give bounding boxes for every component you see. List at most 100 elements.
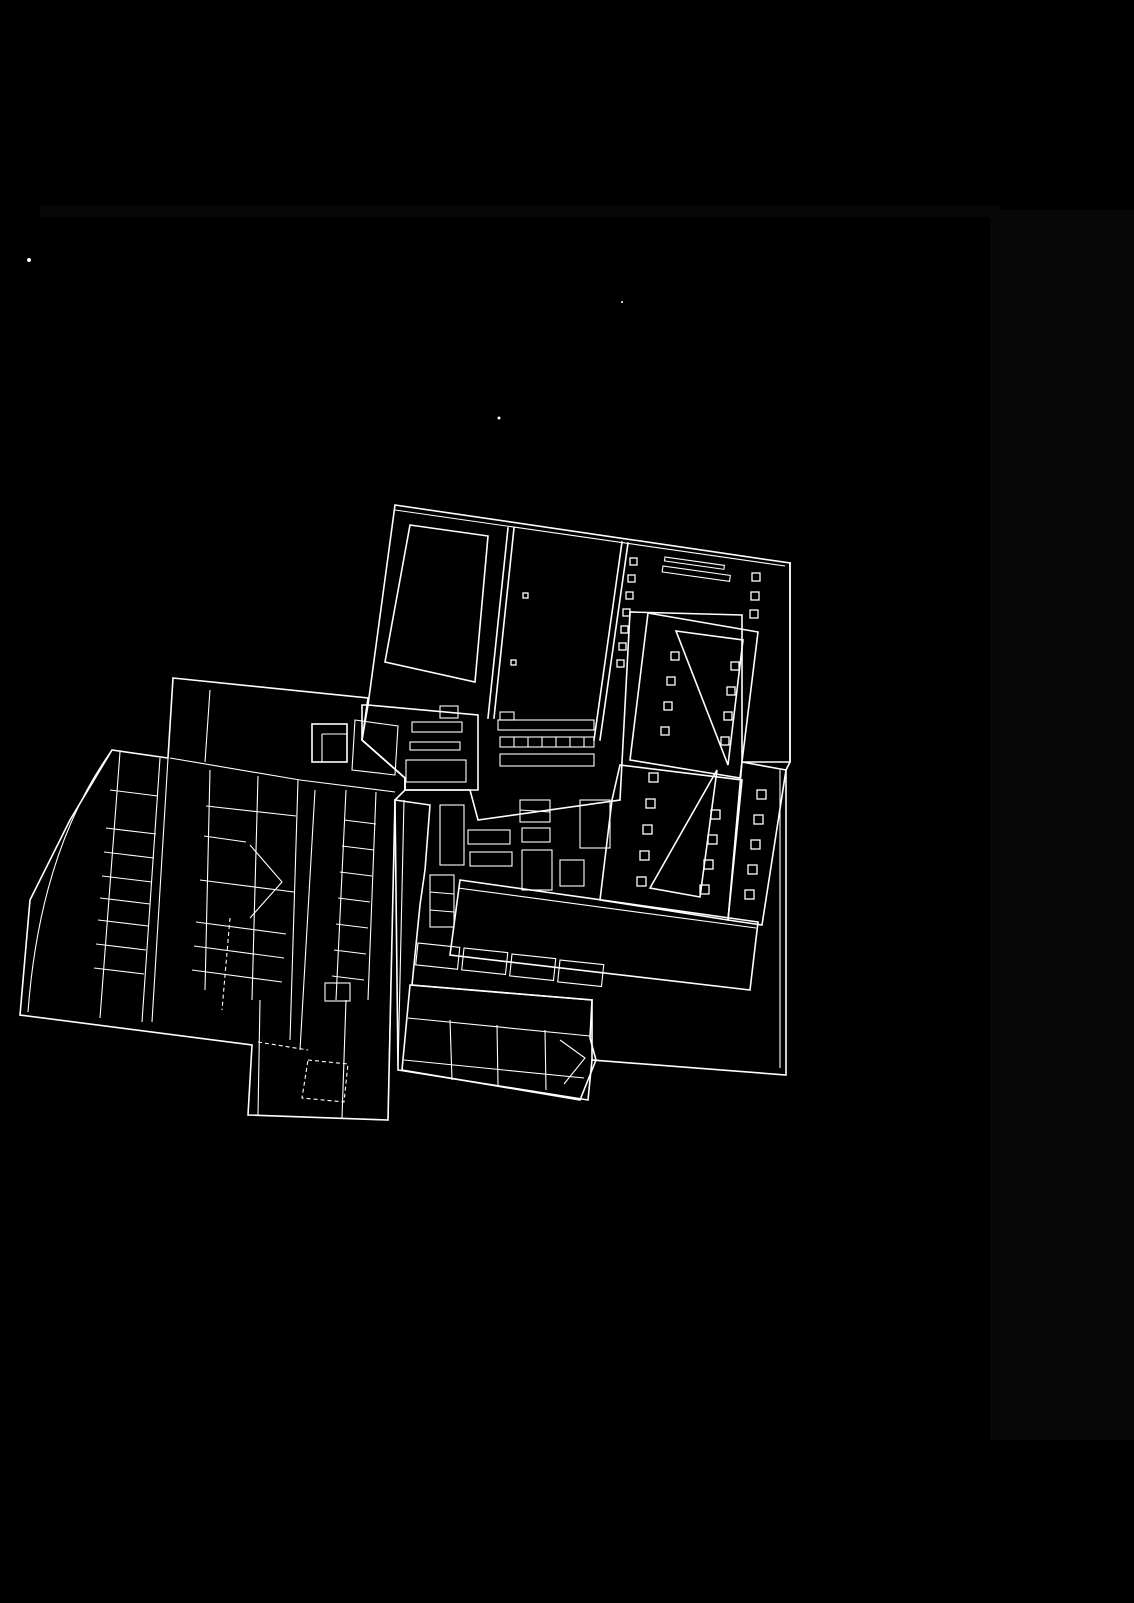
column — [648, 772, 659, 783]
column — [666, 676, 676, 686]
south-hall-room — [461, 947, 509, 976]
central-service — [469, 851, 513, 867]
south-block-outline — [394, 799, 593, 1101]
bay-line — [331, 975, 365, 981]
bay-line — [193, 945, 285, 959]
service-room — [311, 723, 348, 763]
bay-line — [191, 969, 283, 983]
south-bay-line — [403, 1059, 585, 1079]
central-service — [429, 874, 455, 928]
east-hall-outline — [599, 764, 743, 921]
bay-line — [99, 897, 151, 905]
central-service-line — [429, 891, 455, 895]
scan-edge-shade — [990, 210, 1134, 1440]
service-room — [409, 741, 461, 751]
column — [744, 889, 755, 900]
column — [629, 557, 638, 566]
column — [663, 701, 673, 711]
column — [751, 572, 761, 582]
service-room — [497, 719, 595, 731]
hall-divider — [487, 527, 509, 719]
west-wing-outline — [19, 677, 406, 1121]
column — [670, 651, 680, 661]
south-hall-room — [557, 959, 605, 988]
bay-line — [105, 827, 157, 835]
column — [618, 642, 627, 651]
bay-line — [195, 921, 287, 935]
south-block-wall — [397, 799, 405, 1071]
service-stair — [439, 705, 459, 719]
column — [636, 876, 647, 887]
speck-mark — [27, 258, 31, 262]
south-block-wall — [387, 799, 396, 1119]
bay-line — [203, 835, 247, 843]
west-wing-inner-wall — [257, 999, 261, 1116]
south-bay-line — [496, 1024, 499, 1086]
south-hall-inner — [457, 887, 757, 929]
courtyard-outline — [629, 612, 759, 779]
bay-line — [337, 897, 371, 903]
column — [703, 859, 714, 870]
column — [749, 609, 759, 619]
scan-top-shade — [40, 205, 1000, 217]
service-stair — [499, 711, 515, 721]
central-service — [521, 849, 553, 891]
speck-mark — [621, 301, 623, 303]
pool-outline — [384, 524, 489, 683]
service-room — [499, 753, 595, 767]
west-wing-corridor — [204, 689, 211, 763]
bay-line — [97, 919, 149, 927]
bay-line — [205, 805, 297, 817]
bay-line — [335, 923, 369, 929]
south-hall-room — [509, 953, 557, 982]
triangular-void — [674, 630, 744, 766]
west-curved-wall — [27, 749, 113, 1013]
bay-line — [95, 943, 147, 951]
north-columns — [510, 557, 761, 746]
south-block-lower — [401, 984, 597, 1101]
column — [747, 864, 758, 875]
dashed-overhead — [301, 1059, 349, 1103]
column — [627, 574, 636, 583]
service-room — [405, 759, 467, 783]
column — [720, 736, 730, 746]
hall-divider — [493, 527, 515, 719]
bay-line — [109, 789, 159, 797]
column — [750, 839, 761, 850]
column — [660, 726, 670, 736]
bay-line — [343, 819, 377, 825]
central-service — [559, 859, 585, 887]
west-bays — [93, 769, 377, 1041]
west-wing-corridor — [299, 779, 396, 793]
bay-line — [251, 775, 259, 1001]
plan-linework — [19, 504, 791, 1121]
outer-east-wall — [591, 562, 791, 1076]
north-bench — [661, 565, 731, 583]
column — [522, 592, 529, 599]
column — [616, 659, 625, 668]
column — [723, 711, 733, 721]
hall-divider — [593, 541, 623, 741]
column — [645, 798, 656, 809]
bay-line — [335, 789, 347, 1001]
column — [756, 789, 767, 800]
speck-mark — [497, 416, 501, 420]
west-wing-inner-wall — [151, 757, 169, 1023]
column — [639, 850, 650, 861]
column — [750, 591, 760, 601]
service-room — [411, 721, 463, 733]
column — [726, 686, 736, 696]
bay-line — [339, 871, 373, 877]
column — [625, 591, 634, 600]
column — [707, 834, 718, 845]
service-room — [499, 736, 595, 748]
bay-line — [199, 879, 295, 893]
column — [620, 625, 629, 634]
north-block-outline — [361, 504, 791, 821]
south-bay-line — [449, 1019, 453, 1081]
west-wing-inner-wall — [99, 751, 121, 1019]
central-service — [521, 827, 551, 843]
hall-divider — [599, 542, 629, 741]
dashed-overhead — [257, 1041, 309, 1051]
column — [710, 809, 721, 820]
